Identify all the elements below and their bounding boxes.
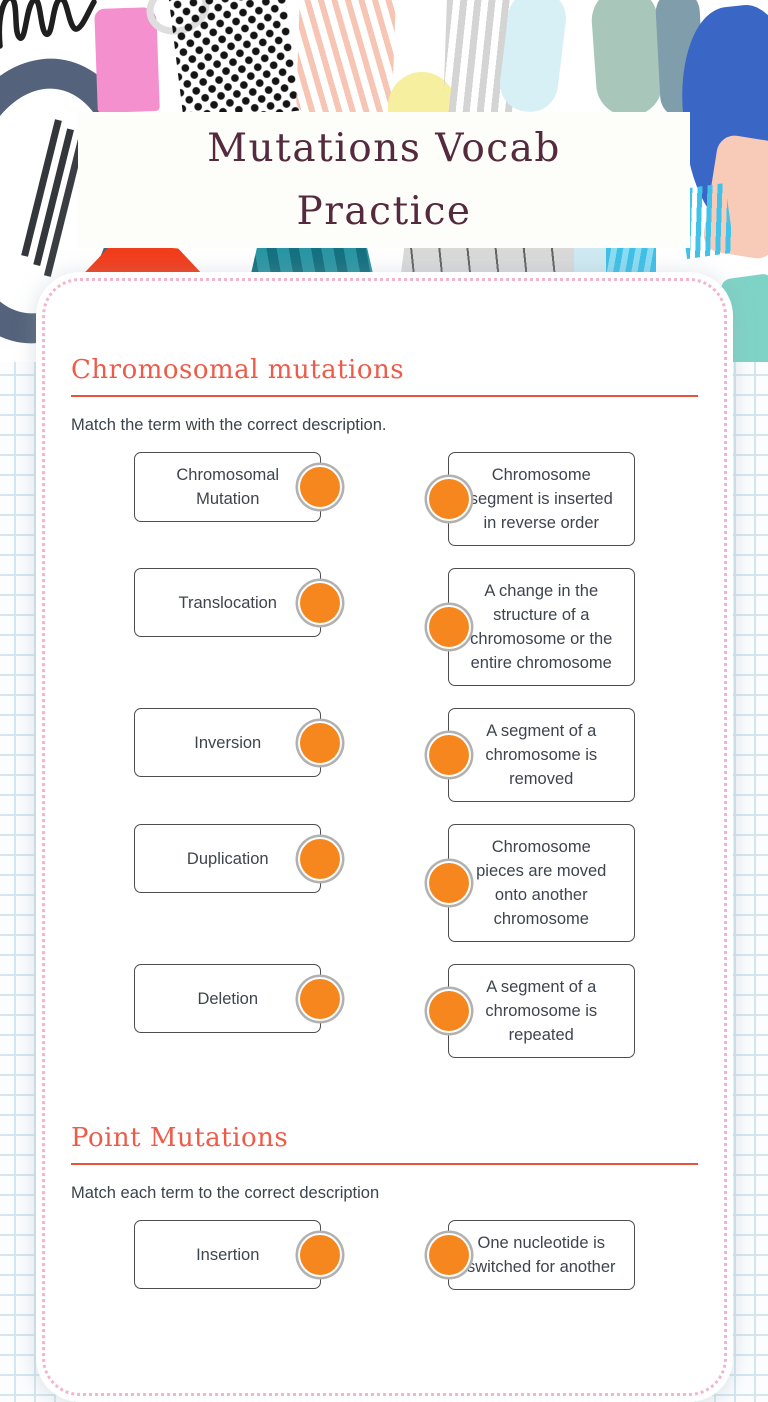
description-label: A segment of a chromosome is repeated bbox=[485, 978, 598, 1044]
description-box: A segment of a chromosome is repeated bbox=[428, 964, 635, 1058]
term-label: Deletion bbox=[197, 989, 259, 1008]
description-box: One nucleotide is switched for another bbox=[428, 1220, 635, 1290]
match-connector[interactable] bbox=[300, 722, 341, 763]
term-box: Insertion bbox=[134, 1220, 341, 1289]
description-box: A segment of a chromosome is removed bbox=[428, 708, 635, 802]
term-box: Deletion bbox=[134, 964, 341, 1033]
term-box: Inversion bbox=[134, 708, 341, 777]
match-connector[interactable] bbox=[300, 582, 341, 623]
section-instruction: Match the term with the correct descript… bbox=[71, 416, 387, 434]
match-connector[interactable] bbox=[300, 978, 341, 1019]
term-label: Inversion bbox=[194, 733, 262, 752]
match-connector[interactable] bbox=[428, 607, 469, 647]
term-box: Translocation bbox=[134, 568, 341, 637]
match-connector[interactable] bbox=[428, 735, 469, 775]
match-connector[interactable] bbox=[428, 863, 469, 903]
description-label: Chromosome segment is inserted in revers… bbox=[469, 466, 613, 532]
section-divider bbox=[71, 395, 698, 397]
description-label: One nucleotide is switched for another bbox=[466, 1234, 616, 1276]
match-connector[interactable] bbox=[428, 1235, 469, 1275]
term-box: Duplication bbox=[134, 824, 341, 893]
term-label: Chromosomal Mutation bbox=[176, 466, 280, 508]
section-instruction: Match each term to the correct descripti… bbox=[71, 1184, 380, 1202]
black-scribble-art bbox=[0, 0, 97, 49]
description-label: A change in the structure of a chromosom… bbox=[470, 582, 613, 672]
pale-cyan-brush-art bbox=[496, 0, 570, 116]
match-row: Insertion One nucleotide is switched for… bbox=[71, 1220, 698, 1290]
description-label: Chromosome pieces are moved onto another… bbox=[476, 838, 607, 928]
match-connector[interactable] bbox=[300, 1234, 341, 1275]
description-box: A change in the structure of a chromosom… bbox=[428, 568, 635, 686]
section-heading: Point Mutations bbox=[71, 1123, 289, 1153]
worksheet-card: Chromosomal mutations Match the term wit… bbox=[36, 272, 733, 1402]
term-label: Insertion bbox=[196, 1245, 260, 1264]
sage-brush-art bbox=[589, 0, 665, 119]
section-chromosomal-mutations: Chromosomal mutations Match the term wit… bbox=[71, 354, 698, 1058]
match-row: Deletion A segment of a chromosome is re… bbox=[71, 964, 698, 1058]
match-connector[interactable] bbox=[300, 467, 341, 507]
description-box: Chromosome pieces are moved onto another… bbox=[428, 824, 635, 942]
match-connector[interactable] bbox=[428, 479, 469, 519]
term-label: Duplication bbox=[186, 849, 269, 868]
worksheet-title-line1: Mutations Vocab bbox=[207, 126, 561, 171]
title-banner: Mutations Vocab Practice bbox=[78, 112, 690, 248]
description-box: Chromosome segment is inserted in revers… bbox=[428, 452, 635, 546]
section-point-mutations: Point Mutations Match each term to the c… bbox=[71, 1122, 698, 1290]
worksheet-title-line2: Practice bbox=[296, 189, 472, 234]
card-content: Chromosomal mutations Match the term wit… bbox=[36, 272, 733, 1352]
term-label: Translocation bbox=[178, 593, 277, 612]
match-row: Translocation A change in the structure … bbox=[71, 568, 698, 686]
peach-scribble-art bbox=[295, 0, 397, 116]
section-heading: Chromosomal mutations bbox=[71, 355, 405, 385]
match-connector[interactable] bbox=[428, 991, 469, 1031]
match-row: Duplication Chromosome pieces are moved … bbox=[71, 824, 698, 942]
match-row: Inversion A segment of a chromosome is r… bbox=[71, 708, 698, 802]
description-label: A segment of a chromosome is removed bbox=[485, 722, 598, 788]
section-divider bbox=[71, 1163, 698, 1165]
dots-pattern-art bbox=[168, 0, 300, 125]
term-box: Chromosomal Mutation bbox=[134, 452, 341, 522]
match-row: Chromosomal Mutation Chromosome segment … bbox=[71, 452, 698, 546]
match-connector[interactable] bbox=[300, 838, 341, 879]
